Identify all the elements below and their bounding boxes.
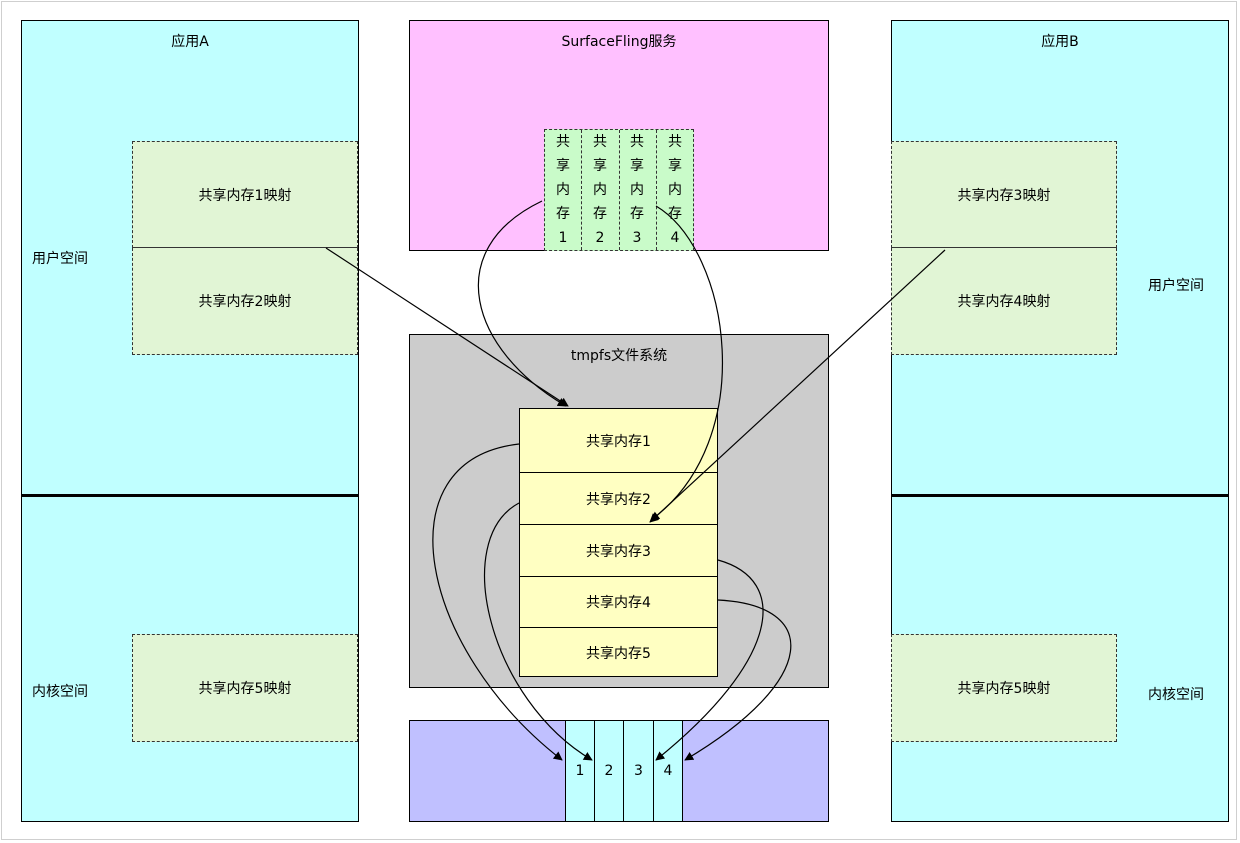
app-b-kernel-space-label: 内核空间 [1148, 687, 1204, 703]
app-b-user-space-label: 用户空间 [1148, 278, 1204, 294]
frame-buffer-cell-2: 2 [594, 720, 624, 822]
app-a-mapping-shm1-label: 共享内存1映射 [198, 187, 292, 204]
app-a-user-kernel-divider [22, 494, 358, 497]
app-a-kernel-space-label: 内核空间 [32, 684, 88, 700]
app-a-mapping-shm1: 共享内存1映射 [132, 141, 358, 248]
app-a-mapping-shm5: 共享内存5映射 [132, 634, 358, 742]
app-a-mapping-shm5-label: 共享内存5映射 [198, 681, 292, 697]
app-a-user-space-label: 用户空间 [32, 251, 88, 267]
surfaceflinger-shm-cell-3: 共享内存3 [630, 134, 644, 246]
frame-buffer-cell-1: 1 [565, 720, 595, 822]
tmpfs-shm-stack: 共享内存1 共享内存2 共享内存3 共享内存4 共享内存5 [519, 408, 718, 677]
surfaceflinger-cell-divider [656, 130, 657, 250]
tmpfs-shm-5: 共享内存5 [520, 627, 717, 677]
surfaceflinger-shm-cell-2: 共享内存2 [593, 134, 607, 246]
app-a-mapping-shm2-label: 共享内存2映射 [198, 294, 292, 310]
frame-buffer-cell-4: 4 [653, 720, 683, 822]
app-b-title: 应用B [1041, 34, 1079, 50]
tmpfs-shm-3: 共享内存3 [520, 524, 717, 576]
tmpfs-shm-1: 共享内存1 [586, 433, 651, 450]
app-b-mapping-shm3-label: 共享内存3映射 [957, 187, 1051, 204]
tmpfs-shm-2: 共享内存2 [520, 472, 717, 524]
surfaceflinger-shm-cell-1: 共享内存1 [556, 134, 570, 246]
app-b-mapping-shm4: 共享内存4映射 [891, 248, 1117, 355]
tmpfs-title: tmpfs文件系统 [570, 348, 668, 364]
app-a-title: 应用A [171, 34, 209, 50]
app-b-mapping-shm4-label: 共享内存4映射 [957, 294, 1051, 310]
app-b-user-kernel-divider [892, 494, 1228, 497]
app-b-mapping-shm5: 共享内存5映射 [891, 634, 1117, 742]
app-a-mapping-shm2: 共享内存2映射 [132, 248, 358, 355]
frame-buffer-cell-3: 3 [623, 720, 654, 822]
surfaceflinger-title: SurfaceFling服务 [561, 34, 677, 50]
surfaceflinger-cell-divider [581, 130, 582, 250]
app-b-mapping-shm5-label: 共享内存5映射 [957, 681, 1051, 697]
surfaceflinger-shm-cell-4: 共享内存4 [668, 134, 682, 246]
tmpfs-shm-4: 共享内存4 [520, 576, 717, 627]
surfaceflinger-shm-strip: 共享内存1 共享内存2 共享内存3 共享内存4 [544, 129, 694, 251]
surfaceflinger-cell-divider [619, 130, 620, 250]
app-b-mapping-shm3: 共享内存3映射 [891, 141, 1117, 248]
